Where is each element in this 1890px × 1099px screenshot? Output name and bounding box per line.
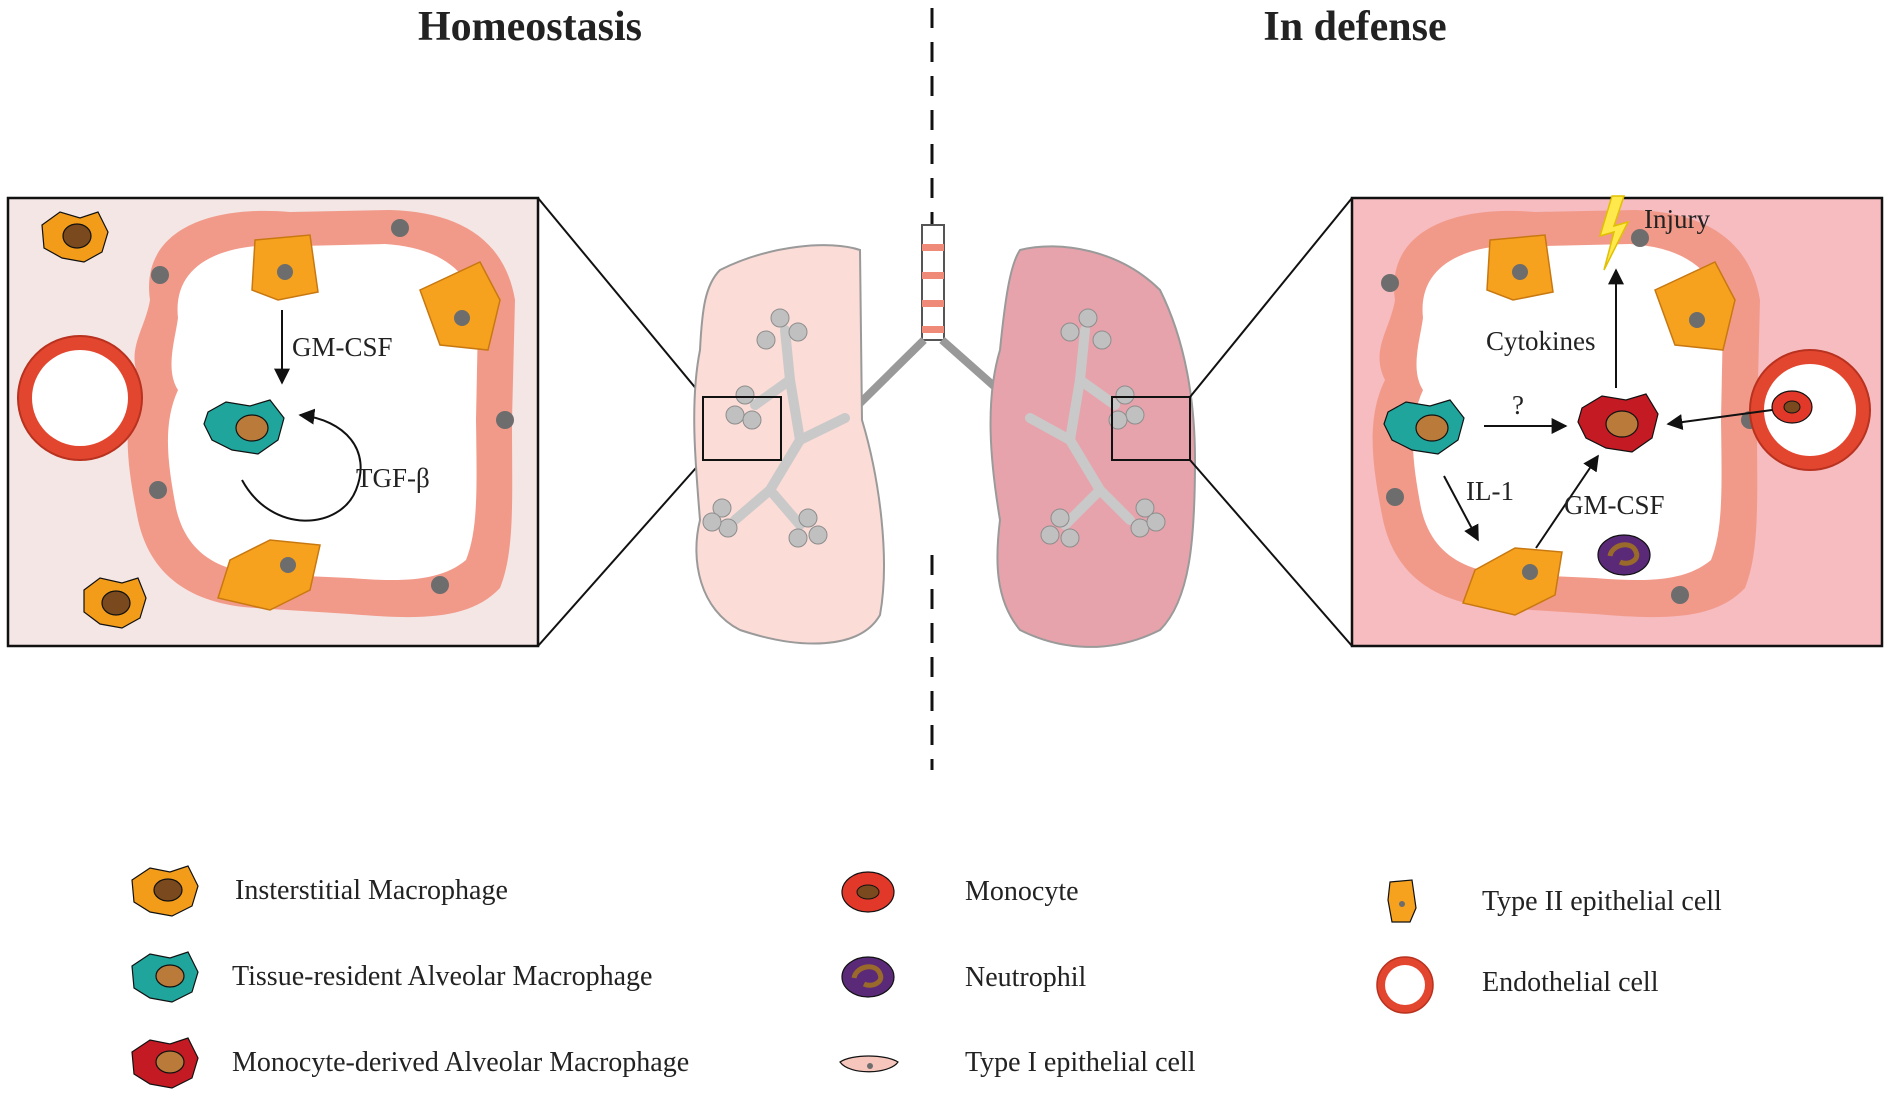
type2-cell-right-defense xyxy=(1654,261,1736,351)
zoom-line-right-bottom xyxy=(1189,459,1353,647)
legend-item-monocyte: Monocyte xyxy=(841,871,1079,913)
airway-tree-left xyxy=(730,325,850,530)
tgfb-arrow xyxy=(241,408,362,522)
alveolar-lumen-defense xyxy=(1412,244,1723,581)
il1-arrow xyxy=(1443,475,1479,542)
legend-label: Monocyte xyxy=(965,876,1079,907)
airway-tree-right xyxy=(1025,325,1135,530)
type1-nuclei-defense xyxy=(1381,229,1759,604)
legend-item-monocyte-derived: Monocyte-derived Alveolar Macrophage xyxy=(131,1037,689,1089)
question-label: ? xyxy=(1512,390,1524,420)
neutrophil-icon xyxy=(841,956,895,998)
tissue-resident-macrophage xyxy=(203,399,285,455)
tgfb-label: TGF-β xyxy=(356,463,430,493)
gmcsf-label-left: GM-CSF xyxy=(292,332,393,362)
legend-item-interstitial: Insterstitial Macrophage xyxy=(131,865,508,917)
type2-nucleus xyxy=(1689,312,1705,328)
gmcsf-label-right: GM-CSF xyxy=(1564,490,1665,520)
nucleus-icon xyxy=(155,964,185,988)
interstitial-macrophage xyxy=(41,211,109,263)
type2-nucleus xyxy=(1512,264,1528,280)
defense-panel: Injury Cytokines ? IL-1 GM-CSF xyxy=(1350,195,1884,648)
nucleus-icon xyxy=(851,964,884,988)
legend-label: Type I epithelial cell xyxy=(965,1047,1196,1078)
legend-item-type1: Type I epithelial cell xyxy=(839,1047,1196,1078)
legend-label: Endothelial cell xyxy=(1482,967,1659,998)
legend-label: Type II epithelial cell xyxy=(1482,886,1722,917)
legend-label: Monocyte-derived Alveolar Macrophage xyxy=(232,1047,689,1078)
nucleus-icon xyxy=(153,878,183,902)
type2-cell-right xyxy=(419,261,501,351)
cytokines-label: Cytokines xyxy=(1486,326,1596,356)
nucleus-icon xyxy=(856,884,880,900)
monocyte-recruit-arrow xyxy=(1666,409,1773,431)
alveolar-lumen xyxy=(167,244,478,581)
legend-label: Tissue-resident Alveolar Macrophage xyxy=(232,961,652,992)
endothelial-icon-lumen xyxy=(1385,965,1425,1005)
injury-lightning-icon xyxy=(1598,195,1630,271)
trachea xyxy=(921,224,945,341)
title-homeostasis: Homeostasis xyxy=(418,4,642,50)
endothelial-lumen xyxy=(32,350,128,446)
type2-cell-bottom xyxy=(217,539,321,611)
neutrophil xyxy=(1597,534,1651,576)
alveoli-left xyxy=(702,308,828,548)
type2-nucleus xyxy=(277,264,293,280)
legend-label: Neutrophil xyxy=(965,962,1087,993)
zoom-box-left xyxy=(702,396,782,461)
legend-item-tissue-resident: Tissue-resident Alveolar Macrophage xyxy=(131,951,652,1003)
tissue-resident-macrophage-defense xyxy=(1383,399,1465,455)
legend-label: Insterstitial Macrophage xyxy=(235,875,508,906)
legend-item-neutrophil: Neutrophil xyxy=(841,956,1087,998)
legend-item-endothelial: Endothelial cell xyxy=(1376,956,1659,1014)
nucleus-icon xyxy=(867,1063,873,1069)
title-in-defense: In defense xyxy=(1263,4,1446,50)
zoom-line-left-top xyxy=(537,197,704,398)
injury-label: Injury xyxy=(1644,204,1710,234)
lung-healthy xyxy=(693,244,885,645)
zoom-box-right xyxy=(1111,396,1191,461)
homeostasis-panel: GM-CSF TGF-β xyxy=(6,196,540,648)
zoom-line-left-bottom xyxy=(537,459,704,647)
interstitial-macrophage xyxy=(83,577,147,629)
alveoli-right xyxy=(1040,308,1166,548)
type2-nucleus xyxy=(454,310,470,326)
gmcsf-arrow-defense xyxy=(1535,454,1599,549)
trachea-rings xyxy=(922,244,944,333)
il1-label: IL-1 xyxy=(1466,476,1514,506)
nucleus-icon xyxy=(155,1050,185,1074)
type2-nucleus xyxy=(1522,564,1538,580)
type2-nucleus xyxy=(280,557,296,573)
nucleus-icon xyxy=(1399,901,1405,907)
lungs xyxy=(693,224,1197,648)
type1-nuclei xyxy=(149,219,514,594)
zoom-line-right-top xyxy=(1189,197,1353,398)
legend: Insterstitial Macrophage Tissue-resident… xyxy=(131,865,1722,1089)
type2-cell-bottom-defense xyxy=(1462,547,1563,616)
monocyte-in-vessel xyxy=(1771,390,1813,424)
legend-item-type2: Type II epithelial cell xyxy=(1387,879,1722,923)
monocyte-derived-macrophage xyxy=(1577,393,1659,453)
lung-inflamed xyxy=(989,245,1197,648)
